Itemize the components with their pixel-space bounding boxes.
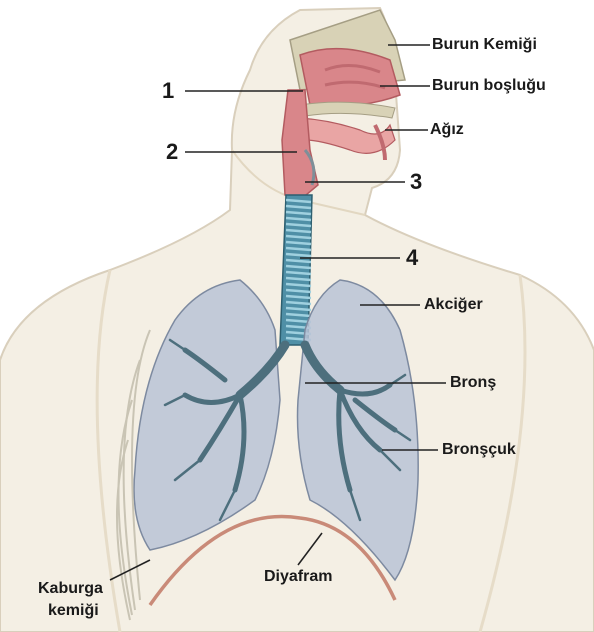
- label-agiz: Ağız: [430, 121, 464, 139]
- label-kaburga-line2: kemiği: [48, 602, 99, 620]
- number-1: 1: [162, 78, 174, 104]
- label-brons: Bronş: [450, 374, 496, 392]
- number-2: 2: [166, 139, 178, 165]
- number-4: 4: [406, 245, 418, 271]
- label-diyafram: Diyafram: [264, 568, 332, 586]
- label-burun-kemigi: Burun Kemiği: [432, 36, 537, 54]
- label-kaburga-line1: Kaburga: [38, 580, 103, 598]
- label-burun-boslugu: Burun boşluğu: [432, 77, 546, 95]
- label-bronscuk: Bronşçuk: [442, 441, 516, 459]
- label-akciger: Akciğer: [424, 296, 483, 314]
- number-3: 3: [410, 169, 422, 195]
